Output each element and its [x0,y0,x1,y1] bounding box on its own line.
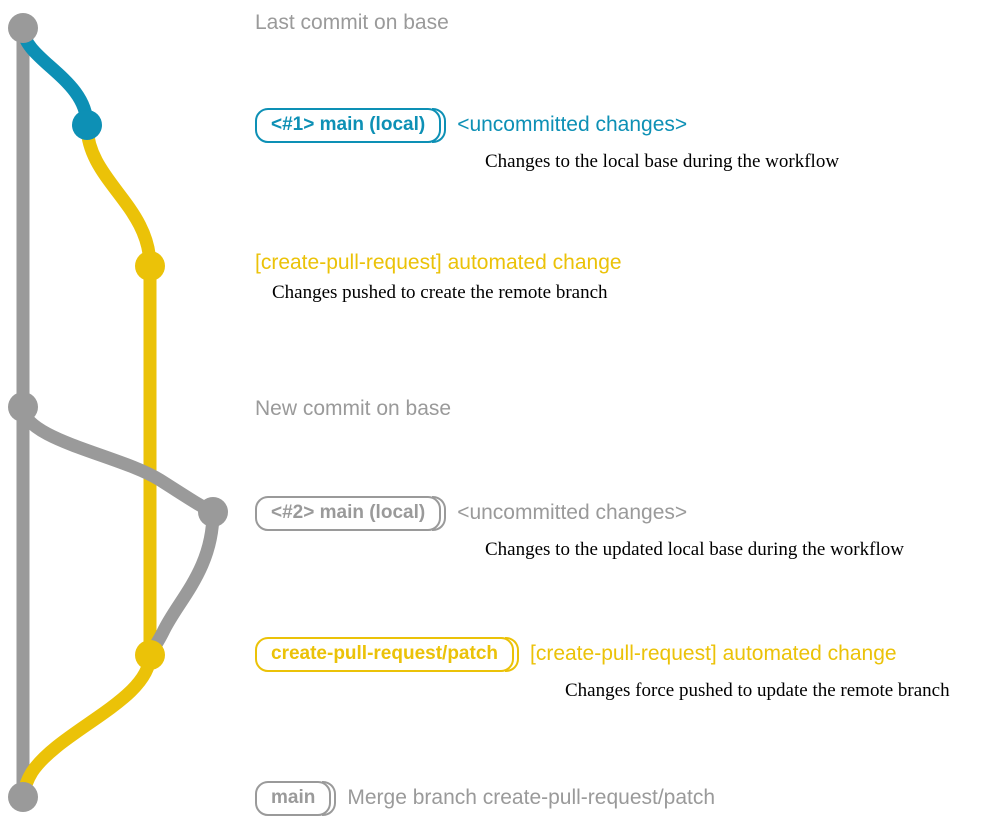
row-head: <#1> main (local) <uncommitted changes> [255,108,687,143]
commit-row-automated-change-1: [create-pull-request] automated change C… [255,251,622,304]
commit-node-last-commit-on-base [8,13,38,43]
edge-n4-n5 [16,400,220,519]
commit-nodes [8,13,228,812]
ref-badge-main-local-1[interactable]: <#1> main (local) [255,108,447,143]
edge-n2-n3 [80,118,157,273]
commit-row-merge: main Merge branch create-pull-request/pa… [255,781,715,816]
row-head: main Merge branch create-pull-request/pa… [255,781,715,816]
commit-node-new-commit-on-base [8,392,38,422]
commit-subject: [create-pull-request] automated change [255,251,622,274]
row-head: New commit on base [255,397,451,421]
commit-subject: New commit on base [255,397,452,420]
commit-node-automated-change-2 [135,640,165,670]
commit-subject: <uncommitted changes> [457,501,688,525]
row-head: Last commit on base [255,11,449,35]
commit-node-automated-change-1 [135,251,165,281]
commit-subject: Merge branch create-pull-request/patch [347,786,716,810]
ref-badge-main[interactable]: main [255,781,337,816]
commit-note: Changes pushed to create the remote bran… [272,282,608,304]
row-head: [create-pull-request] automated change [255,251,622,275]
ref-badge-wrap: <#2> main (local) [255,496,447,531]
commit-node-main-local-2 [198,497,228,527]
commit-subject: [create-pull-request] automated change [530,642,897,666]
ref-badge-wrap: main [255,781,337,816]
commit-row-automated-change-2: create-pull-request/patch [create-pull-r… [255,637,950,702]
ref-badge-main-local-2[interactable]: <#2> main (local) [255,496,447,531]
commit-subject: Last commit on base [255,11,449,34]
commit-subject: <uncommitted changes> [457,113,688,137]
commit-note: Changes to the local base during the wor… [485,150,840,172]
commit-node-main-local-1 [72,110,102,140]
row-head: <#2> main (local) <uncommitted changes> [255,496,687,531]
ref-badge-wrap: create-pull-request/patch [255,637,519,672]
ref-badge-create-pull-request-patch[interactable]: create-pull-request/patch [255,637,519,672]
ref-badge-wrap: <#1> main (local) [255,108,447,143]
commit-row-last-commit-on-base: Last commit on base [255,11,449,35]
row-head: create-pull-request/patch [create-pull-r… [255,637,897,672]
commit-row-main-local-1: <#1> main (local) <uncommitted changes> … [255,108,839,173]
commit-row-main-local-2: <#2> main (local) <uncommitted changes> … [255,496,904,561]
commit-row-new-commit-on-base: New commit on base [255,397,451,421]
commit-note: Changes to the updated local base during… [485,538,904,560]
commit-node-merge [8,782,38,812]
commit-note: Changes force pushed to update the remot… [565,679,950,701]
